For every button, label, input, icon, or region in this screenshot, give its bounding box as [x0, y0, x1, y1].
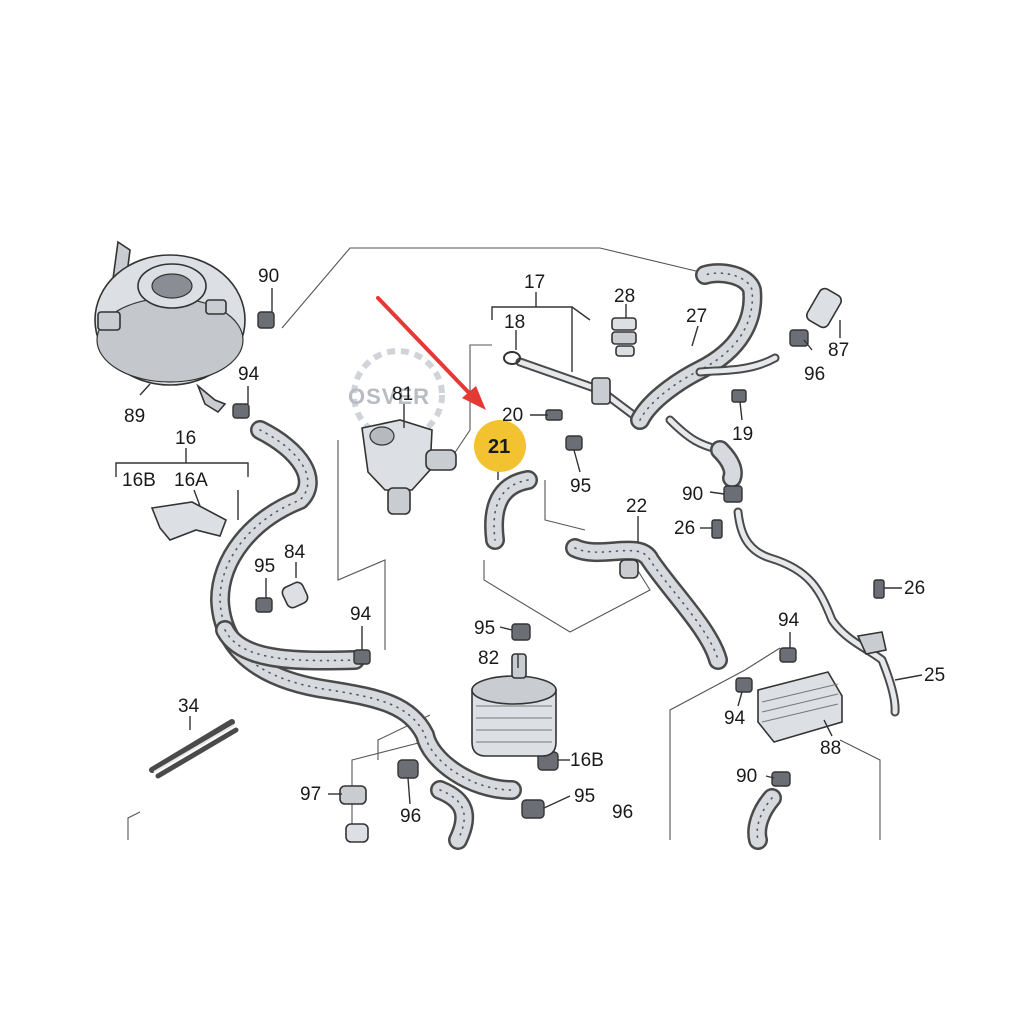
watermark-text: OSVER: [348, 384, 430, 409]
label-87: 87: [828, 340, 849, 361]
label-22: 22: [626, 496, 647, 517]
label-95-mid: 95: [570, 476, 591, 497]
cooler-88: [735, 647, 843, 787]
label-16b: 16B: [122, 470, 156, 491]
part-28: [611, 317, 637, 357]
label-95-left: 95: [254, 556, 275, 577]
label-90-bottom: 90: [736, 766, 757, 787]
highlight-marker-21: [474, 420, 526, 472]
label-95-bottom: 95: [574, 786, 595, 807]
label-96-center: 96: [612, 802, 633, 823]
part-labels: 90 94 89 16 16B 16A 81 17 18 20 21 28 27…: [122, 266, 945, 827]
label-94-mid: 94: [350, 604, 372, 625]
label-96-bottom: 96: [400, 806, 421, 827]
hose-bottom-right: [747, 788, 782, 850]
label-89: 89: [124, 406, 145, 427]
expansion-tank: [94, 240, 246, 414]
clip-94-tank: [232, 403, 250, 419]
label-16a: 16A: [174, 470, 208, 491]
label-26-right: 26: [674, 518, 695, 539]
hose-22: [565, 538, 728, 670]
label-94-lower: 94: [724, 708, 746, 729]
part-84: [281, 581, 309, 609]
part-87: [806, 287, 842, 329]
clip-95-left: [255, 597, 273, 613]
bolt-19: [731, 389, 747, 403]
label-27: 27: [686, 306, 707, 327]
label-19: 19: [732, 424, 753, 445]
label-90-right: 90: [682, 484, 703, 505]
hose-21: [484, 470, 538, 550]
thermostat-81: [361, 419, 457, 515]
label-25: 25: [924, 665, 945, 686]
pipe-17: [503, 351, 645, 451]
label-81: 81: [392, 384, 413, 405]
label-82: 82: [478, 648, 499, 669]
label-21: 21: [488, 436, 510, 458]
label-16b-lower: 16B: [570, 750, 604, 771]
hose-bottom-left: [339, 751, 559, 850]
label-88: 88: [820, 738, 841, 759]
clip-94-mid: [353, 649, 371, 665]
boundary-lines: [127, 247, 881, 840]
watermark: OSVER: [348, 348, 445, 442]
label-97: 97: [300, 784, 321, 805]
label-28: 28: [614, 286, 635, 307]
label-95-cooler: 95: [474, 618, 495, 639]
label-20: 20: [502, 405, 523, 426]
label-16: 16: [175, 428, 196, 449]
pipe-25: [711, 485, 900, 717]
clip-96-right: [789, 329, 809, 347]
part-34: [149, 719, 239, 779]
label-96-right: 96: [804, 364, 825, 385]
oil-cooler-82: [471, 623, 557, 757]
label-18: 18: [504, 312, 525, 333]
label-84: 84: [284, 542, 306, 563]
label-94-right: 94: [778, 610, 800, 631]
label-94-tank: 94: [238, 364, 260, 385]
label-26-far: 26: [904, 578, 925, 599]
label-34: 34: [178, 696, 200, 717]
label-90-top: 90: [258, 266, 279, 287]
label-17: 17: [524, 272, 545, 293]
hose-27: [630, 263, 780, 488]
bracket-16a: [150, 501, 227, 541]
hose-left-long: [210, 420, 522, 800]
red-arrow: [376, 296, 486, 410]
clip-90-top: [257, 311, 275, 329]
